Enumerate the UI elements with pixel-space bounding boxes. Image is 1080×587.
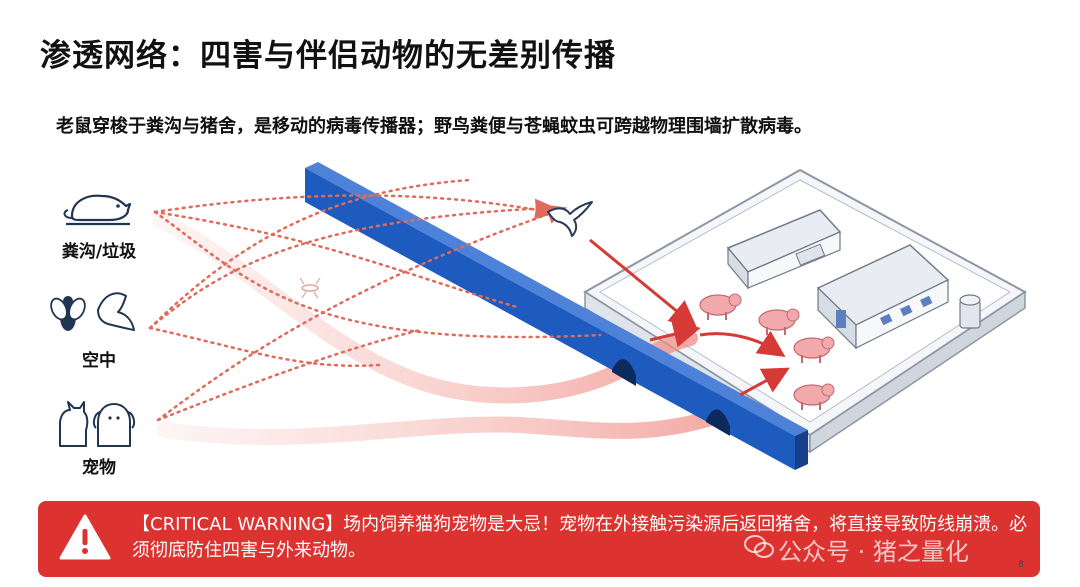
source-label-air: 空中 (82, 351, 116, 371)
pig-4 (793, 383, 835, 410)
source-label-sewer: 粪沟/垃圾 (61, 242, 137, 262)
barn-small (726, 209, 842, 290)
watermark: 公众号 · 猪之量化 (778, 538, 969, 566)
page-title: 渗透网络：四害与伴侣动物的无差别传播 (40, 38, 616, 74)
fly-icon (50, 296, 86, 331)
pig-farm (583, 168, 1027, 454)
transmission-diagram: 粪沟/垃圾 空中 宠物 (0, 150, 1080, 495)
silo (959, 294, 981, 329)
page-number: 8 (1018, 560, 1024, 570)
diagram-canvas (50, 162, 1027, 470)
source-label-pets: 宠物 (82, 458, 116, 478)
pet-tunnel-path (157, 404, 738, 445)
wechat-icon (744, 535, 774, 558)
pig-2 (758, 308, 800, 335)
barn-large (816, 244, 950, 350)
warning-text: 【CRITICAL WARNING】场内饲养猫狗宠物是大忌！宠物在外接触污染源后… (132, 514, 1028, 561)
biosecurity-wall (305, 162, 808, 470)
dog-icon (92, 403, 136, 447)
mosquito-icon (299, 277, 321, 299)
pig-3 (793, 336, 835, 363)
dove-icon (97, 292, 135, 331)
warning-triangle-icon (59, 514, 111, 560)
dotted-paths (148, 178, 602, 422)
page-subtitle: 老鼠穿梭于粪沟与猪舍，是移动的病毒传播器；野鸟粪便与苍蝇蚊虫可跨越物理围墙扩散病… (56, 116, 812, 137)
infection-arrows (589, 238, 790, 397)
pig-1 (699, 293, 742, 320)
rat-icon (63, 194, 132, 226)
critical-warning-banner: 【CRITICAL WARNING】场内饲养猫狗宠物是大忌！宠物在外接触污染源后… (38, 501, 1040, 577)
wild-bird-icon (547, 201, 593, 237)
cat-icon (59, 401, 89, 447)
